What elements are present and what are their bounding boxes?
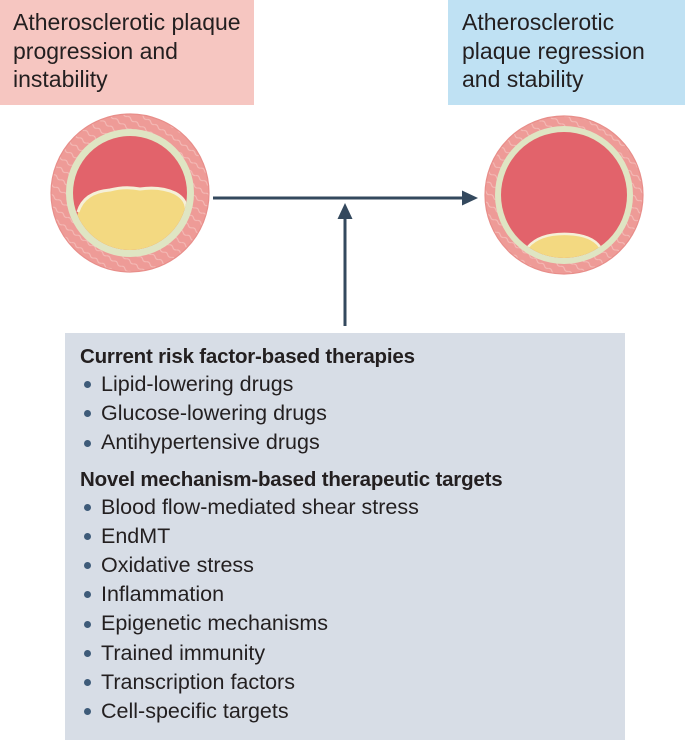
list-item: Transcription factors (80, 668, 625, 697)
fibrous-cap (76, 186, 187, 213)
current-therapies-heading: Current risk factor-based therapies (80, 345, 415, 368)
list-item: Lipid-lowering drugs (80, 370, 625, 399)
list-item: Glucose-lowering drugs (80, 399, 625, 428)
list-item: Trained immunity (80, 639, 625, 668)
arrowhead-up (337, 203, 353, 219)
bullet-icon (84, 503, 91, 511)
lumen (501, 132, 627, 258)
progression-label-box: Atherosclerotic plaque progression and i… (0, 0, 254, 105)
therapy-panel: Current risk factor-based therapies Lipi… (65, 333, 625, 740)
unstable-plaque-vessel (50, 113, 210, 273)
therapy-arrow (337, 203, 353, 326)
bullet-icon (84, 678, 91, 686)
bullet-icon (84, 381, 91, 389)
bullet-icon (84, 620, 91, 628)
regression-label-box: Atherosclerotic plaque regression and st… (448, 0, 685, 105)
small-plaque (528, 233, 600, 258)
list-item: Blood flow-mediated shear stress (80, 493, 625, 522)
bullet-icon (84, 591, 91, 599)
list-item: Epigenetic mechanisms (80, 609, 625, 638)
regression-label: Atherosclerotic plaque regression and st… (462, 9, 645, 92)
list-item: Oxidative stress (80, 551, 625, 580)
list-item: Cell-specific targets (80, 697, 625, 726)
vessel-outline (50, 113, 210, 273)
bullet-icon (84, 708, 91, 716)
bullet-icon (84, 532, 91, 540)
bullet-icon (84, 410, 91, 418)
novel-targets-list: Blood flow-mediated shear stress EndMT O… (80, 493, 625, 727)
list-item: Inflammation (80, 580, 625, 609)
list-item: Antihypertensive drugs (80, 428, 625, 457)
bullet-icon (84, 439, 91, 447)
current-therapies-list: Lipid-lowering drugs Glucose-lowering dr… (80, 370, 625, 458)
vessel-outline (484, 115, 644, 275)
list-item: EndMT (80, 522, 625, 551)
arrowhead-right (462, 190, 478, 206)
transition-arrow (213, 190, 478, 206)
fibrous-cap (527, 232, 602, 248)
progression-label: Atherosclerotic plaque progression and i… (13, 9, 241, 92)
bullet-icon (84, 649, 91, 657)
stable-plaque-vessel (484, 115, 644, 275)
bullet-icon (84, 562, 91, 570)
novel-targets-heading: Novel mechanism-based therapeutic target… (80, 467, 503, 491)
